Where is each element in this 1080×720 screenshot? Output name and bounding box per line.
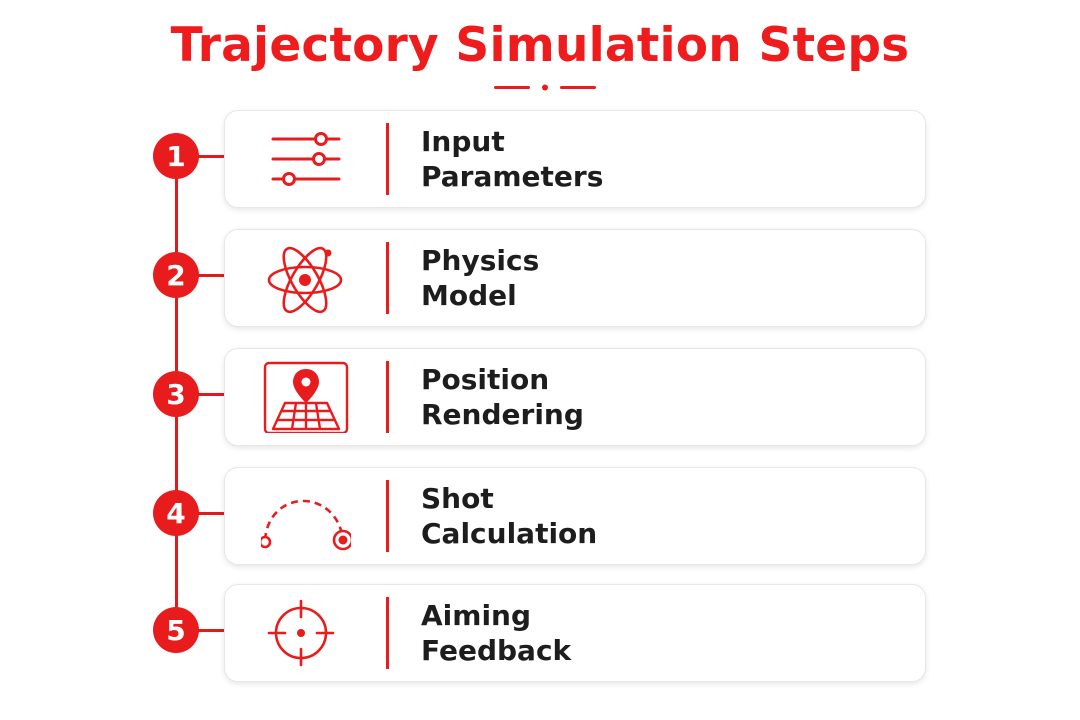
step-3-divider	[386, 361, 389, 433]
sliders-icon	[271, 132, 341, 186]
title-underline-ornament	[494, 84, 596, 91]
step-3-connector	[198, 393, 225, 396]
map-pin-grid-icon	[263, 361, 349, 433]
step-4-title-line-1: Shot	[421, 482, 494, 515]
step-2-number-badge: 2	[153, 252, 199, 298]
step-5-divider	[386, 597, 389, 669]
step-5-title-line-1: Aiming	[421, 599, 532, 632]
step-4-connector	[198, 512, 225, 515]
trajectory-arc-icon	[261, 499, 351, 551]
step-3-title-line-2: Rendering	[421, 398, 584, 431]
step-5-connector	[198, 629, 225, 632]
step-2-title-line-1: Physics	[421, 244, 540, 277]
step-1-title-line-2: Parameters	[421, 160, 604, 193]
step-3-title-line-1: Position	[421, 363, 550, 396]
step-1-connector	[198, 155, 225, 158]
step-1-title-line-1: Input	[421, 125, 505, 158]
step-5-number-badge: 5	[153, 607, 199, 653]
step-1-number-badge: 1	[153, 133, 199, 179]
step-1-divider	[386, 123, 389, 195]
step-2-label: Physics Model	[421, 230, 901, 326]
step-3-card: Position Rendering	[224, 348, 926, 446]
atom-icon	[267, 246, 343, 314]
step-4-label: Shot Calculation	[421, 468, 901, 564]
step-3-number-badge: 3	[153, 371, 199, 417]
step-2-title-line-2: Model	[421, 279, 517, 312]
step-2-card: Physics Model	[224, 229, 926, 327]
step-4-number-badge: 4	[153, 490, 199, 536]
step-1-card: Input Parameters	[224, 110, 926, 208]
step-2-connector	[198, 274, 225, 277]
step-4-title-line-2: Calculation	[421, 517, 598, 550]
step-1-label: Input Parameters	[421, 111, 901, 207]
page-title: Trajectory Simulation Steps	[170, 18, 910, 73]
step-5-title-line-2: Feedback	[421, 634, 572, 667]
step-2-divider	[386, 242, 389, 314]
step-5-label: Aiming Feedback	[421, 585, 901, 681]
step-4-divider	[386, 480, 389, 552]
step-4-card: Shot Calculation	[224, 467, 926, 565]
crosshair-icon	[267, 599, 335, 667]
step-3-label: Position Rendering	[421, 349, 901, 445]
step-5-card: Aiming Feedback	[224, 584, 926, 682]
